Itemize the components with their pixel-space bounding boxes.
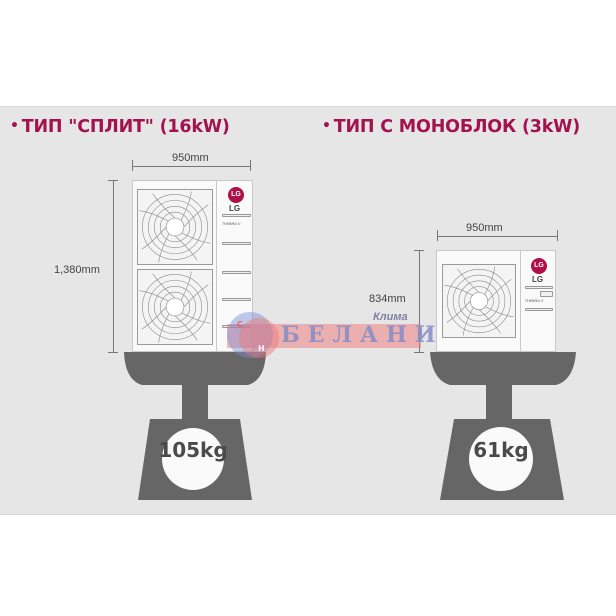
panel-slot — [525, 308, 553, 311]
dimension-line — [113, 180, 114, 352]
bullet: • — [322, 118, 331, 134]
mono-height-label: 834mm — [369, 293, 406, 305]
brand-label: LG — [532, 275, 544, 284]
mono-outdoor-unit: LG LG THERMA V — [436, 250, 556, 352]
split-height-label: 1,380mm — [54, 264, 100, 276]
fan-grille-icon — [137, 189, 213, 265]
brand-label: LG — [229, 204, 241, 213]
fan-grille-icon — [442, 264, 516, 338]
bullet: • — [10, 118, 19, 134]
split-outdoor-unit: LG LG THERMA V — [132, 180, 253, 352]
series-label: THERMA V — [525, 299, 544, 303]
dimension-tick — [132, 160, 133, 171]
split-weight-label: 105kg — [158, 438, 228, 462]
scale-icon — [430, 352, 576, 500]
lg-logo-icon: LG — [228, 187, 244, 203]
panel-slot — [222, 271, 251, 274]
side-panel: LG LG THERMA V — [520, 251, 555, 351]
title-split: •ТИП "СПЛИТ" (16kW) — [10, 117, 230, 137]
panel-slot — [525, 286, 553, 289]
dimension-tick — [414, 352, 424, 353]
scale-icon — [124, 352, 266, 500]
dimension-tick — [108, 352, 118, 353]
title-mono: •ТИП С МОНОБЛОК (3kW) — [322, 117, 580, 137]
fan-grille-icon — [137, 269, 213, 345]
lg-logo-icon: LG — [531, 258, 547, 274]
dimension-tick — [414, 250, 424, 251]
panel-slot — [540, 291, 553, 297]
panel-slot — [222, 214, 251, 217]
dimension-tick — [108, 180, 118, 181]
split-width-label: 950mm — [172, 152, 209, 164]
title-split-text: ТИП "СПЛИТ" (16kW) — [21, 117, 230, 137]
series-label: THERMA V — [222, 222, 241, 226]
dimension-line — [419, 250, 420, 352]
dimension-tick — [250, 160, 251, 171]
dimension-line — [437, 236, 557, 237]
dimension-tick — [557, 230, 558, 241]
mono-weight-label: 61kg — [473, 438, 529, 462]
title-mono-text: ТИП С МОНОБЛОК (3kW) — [333, 117, 581, 137]
dimension-line — [132, 166, 250, 167]
panel-slot — [222, 325, 251, 328]
dimension-tick — [437, 230, 438, 241]
side-panel: LG LG THERMA V — [216, 181, 253, 351]
panel-slot — [222, 298, 251, 301]
panel-slot — [222, 242, 251, 245]
mono-width-label: 950mm — [466, 222, 503, 234]
